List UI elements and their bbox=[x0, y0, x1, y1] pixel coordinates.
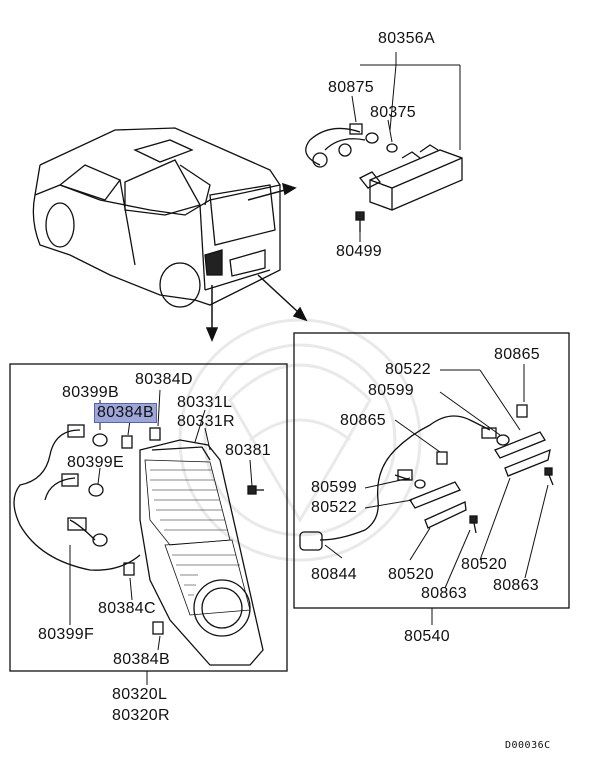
part-80320L[interactable]: 80320L bbox=[112, 686, 168, 703]
part-80331R[interactable]: 80331R bbox=[177, 413, 235, 430]
part-80381[interactable]: 80381 bbox=[225, 442, 271, 459]
part-80599-mid[interactable]: 80599 bbox=[311, 479, 357, 496]
high-mount-stop-lamp bbox=[305, 123, 463, 232]
part-80399E[interactable]: 80399E bbox=[67, 454, 124, 471]
part-80865-mid[interactable]: 80865 bbox=[340, 412, 386, 429]
part-80865-top[interactable]: 80865 bbox=[494, 346, 540, 363]
part-80399F[interactable]: 80399F bbox=[38, 626, 95, 643]
vehicle-rear-view bbox=[32, 127, 281, 308]
part-80520-right[interactable]: 80520 bbox=[461, 556, 507, 573]
part-80375[interactable]: 80375 bbox=[370, 104, 416, 121]
part-80863-mid[interactable]: 80863 bbox=[421, 585, 467, 602]
part-80384B[interactable]: 80384B bbox=[113, 651, 170, 668]
part-80540[interactable]: 80540 bbox=[404, 628, 450, 645]
rear-combination-lamp-box bbox=[9, 363, 288, 672]
part-80844[interactable]: 80844 bbox=[311, 566, 357, 583]
part-80522-mid[interactable]: 80522 bbox=[311, 499, 357, 516]
part-80399B[interactable]: 80399B bbox=[62, 384, 119, 401]
part-80599-top[interactable]: 80599 bbox=[368, 382, 414, 399]
leader-lines-upper bbox=[351, 52, 461, 242]
part-80356A[interactable]: 80356A bbox=[378, 30, 435, 47]
watermark-emblem bbox=[178, 318, 422, 562]
callout-arrows bbox=[205, 182, 308, 342]
part-80331L[interactable]: 80331L bbox=[177, 394, 233, 411]
rear-combination-lamp bbox=[13, 424, 264, 666]
part-80522-top[interactable]: 80522 bbox=[385, 361, 431, 378]
license-plate-lamp bbox=[299, 404, 554, 551]
part-80384C[interactable]: 80384C bbox=[98, 600, 156, 617]
part-80499[interactable]: 80499 bbox=[336, 243, 382, 260]
part-80384B-highlighted[interactable]: 80384B bbox=[94, 403, 157, 423]
diagram-code: D00036C bbox=[505, 740, 551, 751]
part-80384D[interactable]: 80384D bbox=[135, 371, 193, 388]
leader-lines-right bbox=[324, 364, 549, 625]
part-80875[interactable]: 80875 bbox=[328, 79, 374, 96]
part-80863-right[interactable]: 80863 bbox=[493, 577, 539, 594]
part-80520-left[interactable]: 80520 bbox=[388, 566, 434, 583]
part-80320R[interactable]: 80320R bbox=[112, 707, 170, 724]
